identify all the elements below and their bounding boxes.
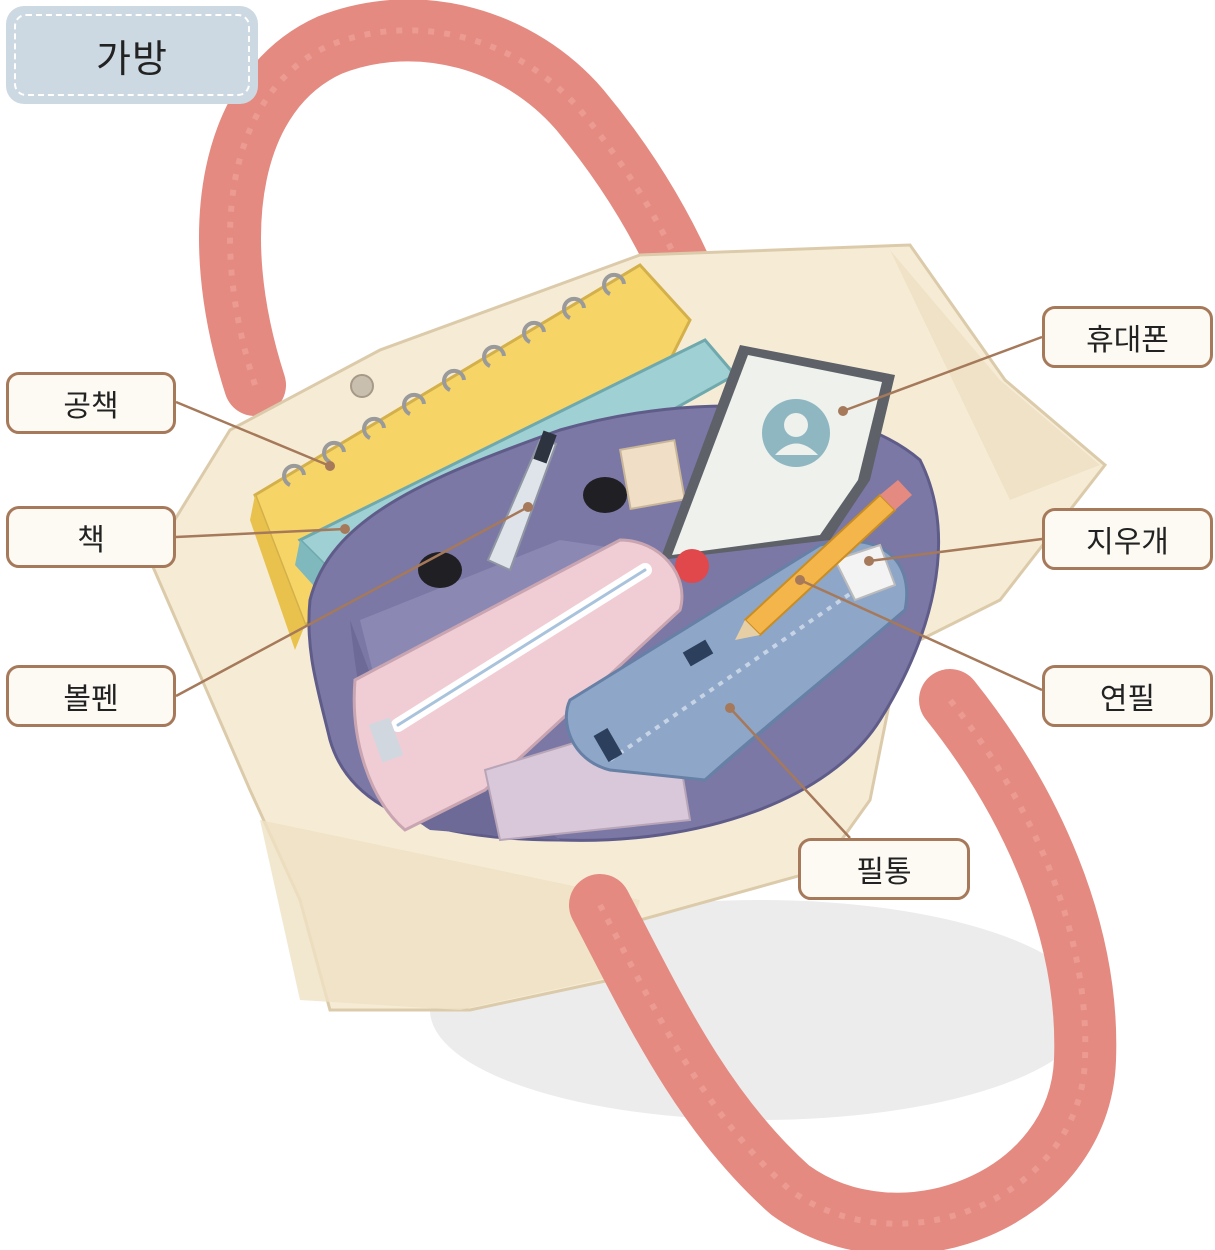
clip-item [583,477,627,513]
title-tag-border [14,14,250,96]
ballpen [486,430,558,572]
card-item [619,439,686,511]
leader-pencil-case [729,707,851,839]
pencil [735,480,912,640]
leader-lines [175,335,1043,839]
leader-ballpen [175,505,529,698]
back-handle [199,0,721,416]
pink-pencil-case [352,538,684,832]
label-phone: 휴대폰 [1042,306,1213,368]
label-notebook: 공책 [6,372,176,434]
lip-balm-cap [418,552,462,588]
leader-notebook [175,400,331,468]
front-handle [569,669,1117,1250]
label-pencil: 연필 [1042,665,1213,727]
leader-pencil [799,578,1043,692]
leader-book [175,527,346,539]
title-text: 가방 [96,36,168,81]
label-pencil-case: 필통 [798,838,970,900]
label-ballpen: 볼펜 [6,665,176,727]
label-book: 책 [6,506,176,568]
phone [660,345,895,583]
label-eraser: 지우개 [1042,508,1213,570]
leader-phone [842,335,1043,413]
title-tag: 가방 [6,6,258,104]
leader-eraser [868,537,1043,563]
